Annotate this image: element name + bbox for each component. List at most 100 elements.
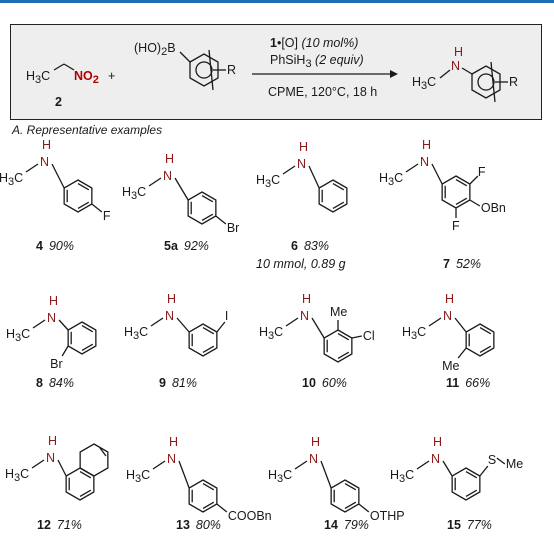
product-r-bond	[490, 61, 496, 103]
compound-15-double-bond-0	[465, 470, 478, 479]
compound-10-double-bond-0	[337, 332, 350, 341]
compound-13-n-ring-bond	[178, 460, 190, 489]
compound-7-n-ring-bond	[431, 163, 443, 185]
compound-13-me-n-bond	[152, 460, 166, 470]
compound-5a-double-bond-1	[201, 213, 214, 222]
compound-13-nh-h: H	[169, 435, 178, 449]
compound-12-ring-2	[79, 443, 109, 477]
compound-8-substituent-br: Br	[50, 357, 63, 371]
compound-13-substituent-coobn: COOBn	[228, 509, 272, 523]
compound-6-double-bond-1	[332, 201, 345, 210]
compound-10-nh-n: N	[300, 309, 309, 323]
compound-7-substituent-f2: F	[452, 219, 460, 233]
compound-11-double-bond-0	[479, 326, 492, 335]
plus-sign: +	[108, 69, 115, 83]
compound-5a-me-n-bond	[148, 177, 162, 187]
compound-4-double-bond-0	[77, 182, 90, 191]
compound-9-me-n-bond	[150, 317, 164, 327]
compound-5a-nh-n: N	[163, 169, 172, 183]
compound-9-double-bond-0	[202, 326, 215, 335]
compound-12-n-ring-bond	[57, 459, 67, 477]
compound-12-double-bond-1	[79, 489, 92, 498]
compound-15-substituent-s: S	[488, 453, 496, 467]
compound-9-nh-h: H	[167, 292, 176, 306]
compound-8-n-ring-bond	[58, 319, 69, 331]
compound-4-nh-h: H	[42, 138, 51, 152]
reaction-scheme-box	[10, 24, 542, 120]
compound-11-nh-h: H	[445, 292, 454, 306]
compound-11-n-ring-bond	[454, 317, 467, 333]
compound-14-me-n-bond	[294, 460, 308, 470]
compound-13-double-bond-0	[202, 482, 215, 491]
compound-9-ring	[188, 323, 218, 357]
reductant-label: PhSiH3 (2 equiv)	[270, 53, 364, 70]
product-n-bond	[461, 67, 473, 75]
compound-5a-n-ring-bond	[174, 177, 189, 201]
compound-15-ring	[451, 467, 481, 501]
product-ring-aromatic	[477, 73, 495, 91]
compound-8-me-n-bond	[32, 319, 46, 329]
compound-11-substituent-me: Me	[442, 359, 459, 373]
compound-5a-nh-h: H	[165, 152, 174, 166]
compound-9-n-ring-bond	[176, 317, 190, 333]
product-r-label: R	[509, 75, 518, 89]
compound-12-double-bond-0	[79, 470, 92, 479]
compound-8-nh-n: N	[47, 311, 56, 325]
compound-6-nh-n: N	[297, 157, 306, 171]
catalyst-label: 1•[O] (10 mol%)	[270, 36, 358, 50]
compound-11-methyl: H3C	[402, 325, 426, 342]
compound-6-methyl: H3C	[256, 173, 280, 190]
product-methyl: H3C	[412, 75, 436, 92]
product-me-bond	[439, 69, 451, 79]
compound-14-methyl: H3C	[268, 468, 292, 485]
compound-8-nh-h: H	[49, 294, 58, 308]
compound-10-n-ring-bond	[311, 317, 325, 339]
compound-9-methyl: H3C	[124, 325, 148, 342]
section-title: A. Representative examples	[11, 123, 162, 137]
compound-13-ring	[188, 479, 218, 513]
compound-5a-ring	[187, 191, 217, 225]
compound-12-me-n-bond	[31, 459, 45, 469]
compound-6-ring	[318, 179, 348, 213]
compound-15-nh-n: N	[431, 452, 440, 466]
compound-14-double-bond-0	[344, 482, 357, 491]
compound-7-f1-bond	[469, 175, 479, 185]
boron-bond	[179, 51, 191, 63]
compound-7-nh-h: H	[422, 138, 431, 152]
nitro-group: NO2	[74, 69, 99, 86]
compound-15-methyl: H3C	[390, 468, 414, 485]
compound-9-double-bond-1	[202, 345, 215, 354]
compound-6-nh-h: H	[299, 140, 308, 154]
compound-11-me-bond	[457, 347, 467, 359]
compound-15-me-n-bond	[416, 460, 430, 470]
compound-13-methyl: H3C	[126, 468, 150, 485]
compound-11-me-n-bond	[428, 317, 442, 327]
compound-14-sub-bond	[358, 503, 370, 513]
compound-15-n-ring-bond	[442, 460, 453, 477]
compound-5a-methyl: H3C	[122, 185, 146, 202]
compound-7-double-bond-1	[455, 197, 468, 206]
compound-6-n-ring-bond	[308, 165, 320, 189]
compound-4-ring	[63, 179, 93, 213]
compound-12-methyl: H3C	[5, 467, 29, 484]
compound-10-cl-bond	[351, 335, 362, 339]
compound-14-ring	[330, 479, 360, 513]
compound-13-double-bond-1	[202, 501, 215, 510]
scheme-arene-aromatic	[195, 61, 213, 79]
compound-8-br-bond	[61, 345, 69, 357]
